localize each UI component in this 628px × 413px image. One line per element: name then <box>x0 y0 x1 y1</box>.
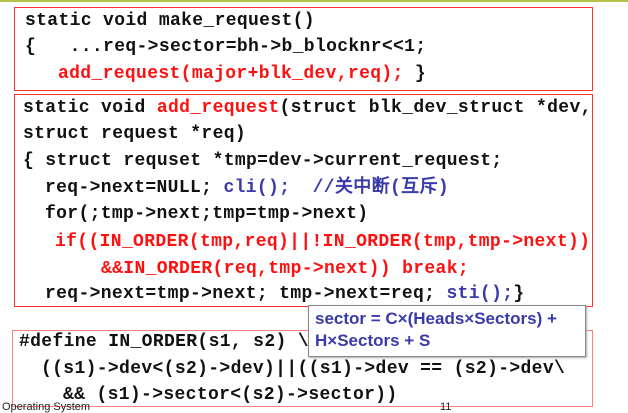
code-line: #define IN_ORDER(s1, s2) \ <box>19 332 309 352</box>
sti-call: sti(); <box>446 284 514 304</box>
code-text: req->next=NULL; <box>45 178 224 198</box>
code-line: { ...req->sector=bh->b_blocknr<<1; <box>25 37 427 57</box>
code-line: struct request *req) <box>23 124 247 144</box>
cli-comment: cli(); //关中断(互斥) <box>223 178 450 198</box>
code-text: (struct blk_dev_struct *dev, <box>279 98 592 118</box>
page-number: 11 <box>440 401 452 413</box>
brace: } <box>414 64 427 84</box>
brace: } <box>513 284 525 304</box>
code-line: ((s1)->dev<(s2)->dev)||((s1)->dev == (s2… <box>41 359 566 379</box>
code-text: static void <box>23 98 157 118</box>
code-line: && (s1)->sector<(s2)->sector)) <box>63 385 398 405</box>
code-text: req->next=tmp->next; tmp->next=req; <box>45 284 447 304</box>
slide-top-rule <box>0 0 628 2</box>
add-request-call: add_request(major+blk_dev,req); <box>58 64 415 84</box>
code-line: { struct requset *tmp=dev->current_reque… <box>23 151 503 171</box>
code-line: req->next=tmp->next; tmp->next=req; sti(… <box>45 284 525 304</box>
code-line: &&IN_ORDER(req,tmp->next)) break; <box>101 259 470 279</box>
formula-line: sector = C×(Heads×Sectors) + <box>315 309 557 328</box>
code-line: static void add_request(struct blk_dev_s… <box>23 98 592 118</box>
code-line: req->next=NULL; cli(); //关中断(互斥) <box>45 178 449 198</box>
sector-formula-callout: sector = C×(Heads×Sectors) + H×Sectors +… <box>308 305 586 357</box>
code-line: static void make_request() <box>25 11 315 31</box>
code-line: for(;tmp->next;tmp=tmp->next) <box>45 204 369 224</box>
formula-line: H×Sectors + S <box>315 331 431 350</box>
code-line: add_request(major+blk_dev,req); } <box>58 64 426 84</box>
add-request-code-box: static void add_request(struct blk_dev_s… <box>14 94 593 307</box>
make-request-code-box: static void make_request() { ...req->sec… <box>14 7 593 91</box>
code-line: if((IN_ORDER(tmp,req)||!IN_ORDER(tmp,tmp… <box>55 232 591 252</box>
footer-title: Operating System <box>2 401 91 413</box>
function-name: add_request <box>156 98 280 118</box>
